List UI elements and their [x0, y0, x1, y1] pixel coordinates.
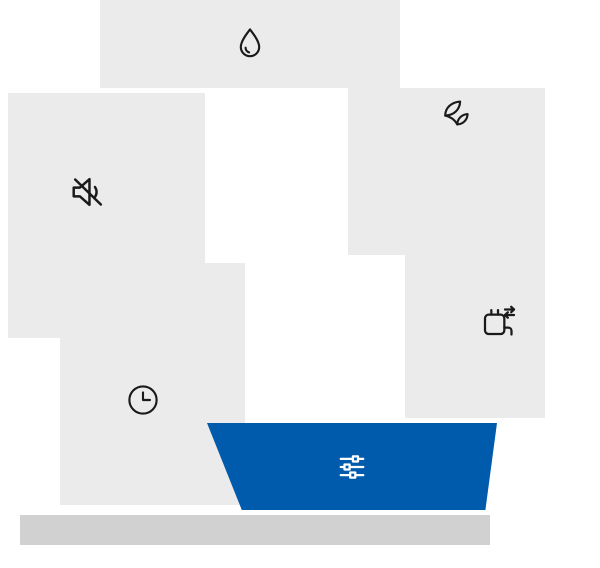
water-drop-icon: [231, 25, 269, 63]
tile-water: [100, 0, 400, 88]
settings-action-shape[interactable]: [207, 423, 497, 510]
tile-timer: [60, 263, 245, 505]
bottom-bar: [20, 515, 490, 545]
plug-transfer-icon: [477, 302, 517, 342]
leaf-icon: [437, 94, 475, 132]
sliders-icon: [334, 449, 370, 485]
tile-power: [405, 155, 545, 418]
speaker-mute-icon: [66, 170, 110, 214]
clock-icon: [124, 381, 162, 419]
